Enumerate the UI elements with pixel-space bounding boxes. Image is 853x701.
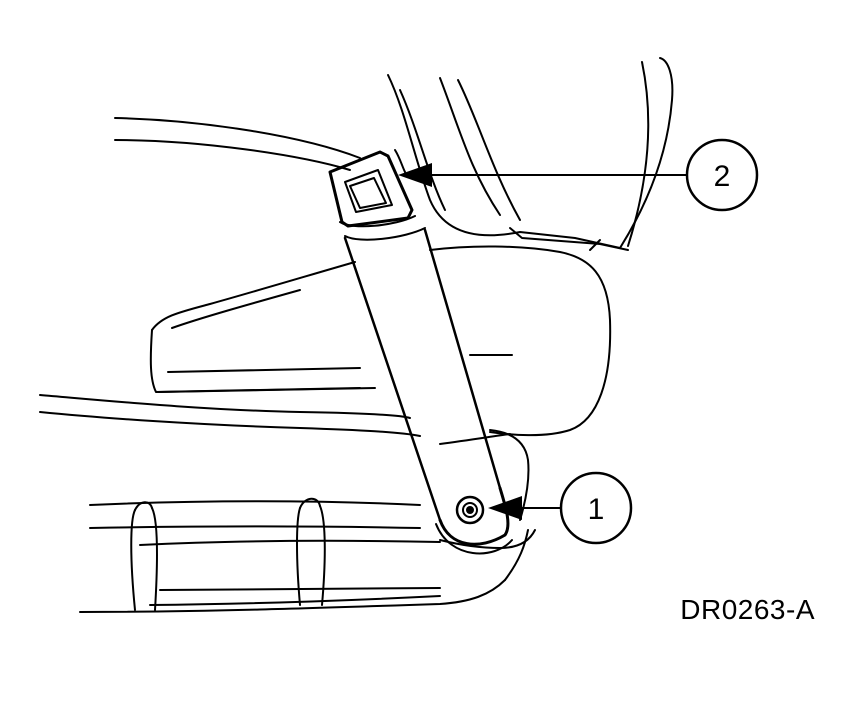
seat-frame xyxy=(79,497,536,613)
seat-back xyxy=(387,57,674,251)
callout-1: 1 xyxy=(488,471,633,545)
callout-1-number: 1 xyxy=(588,493,605,526)
callout-2-circle xyxy=(685,138,759,212)
seat-belt-buckle xyxy=(328,150,513,555)
figure-id-label: DR0263-A xyxy=(680,594,815,625)
seat-side-trim xyxy=(39,394,530,521)
seat-top-lines xyxy=(114,117,406,173)
callout-2: 2 xyxy=(398,138,759,212)
callout-2-number: 2 xyxy=(714,160,731,193)
callout-1-arrowhead xyxy=(488,496,522,520)
seat-cushion xyxy=(149,239,612,437)
anchor-bolt xyxy=(455,495,485,525)
callout-1-circle xyxy=(559,471,633,545)
callout-2-arrowhead xyxy=(398,163,432,187)
